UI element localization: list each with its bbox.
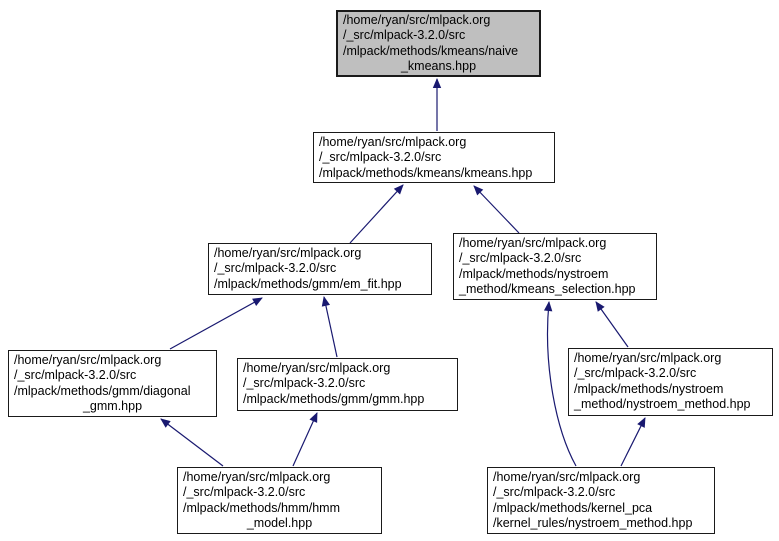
node-label-line: /_src/mlpack-3.2.0/src	[343, 28, 466, 43]
node-label-line: /home/ryan/src/mlpack.org	[493, 470, 641, 484]
node-label-line: /home/ryan/src/mlpack.org	[214, 246, 362, 260]
node-label-line: /_src/mlpack-3.2.0/src	[243, 376, 366, 391]
node-label-line: _model.hpp	[246, 516, 313, 531]
edge-hmm-model-to-gmm	[292, 412, 318, 467]
node-label-line: /mlpack/methods/gmm/gmm.hpp	[243, 391, 425, 406]
graph-node-gmm[interactable]: /home/ryan/src/mlpack.org/_src/mlpack-3.…	[237, 358, 458, 411]
node-label-line: /mlpack/methods/kernel_pca	[493, 500, 653, 515]
node-label-line: /home/ryan/src/mlpack.org	[343, 13, 491, 27]
edge-gmm-to-em-fit	[321, 296, 338, 358]
node-label-line: /mlpack/methods/kmeans/naive	[343, 43, 519, 58]
node-label-line: _kmeans.hpp	[400, 59, 477, 74]
node-label-line: /mlpack/methods/kmeans/kmeans.hpp	[319, 165, 533, 180]
node-label-line: /mlpack/methods/gmm/diagonal	[14, 383, 191, 398]
graph-node-kernel-pca-nystroem[interactable]: /home/ryan/src/mlpack.org/_src/mlpack-3.…	[487, 467, 715, 534]
node-label-line: _method/nystroem_method.hpp	[574, 397, 751, 412]
edge-hmm-model-to-diagonal-gmm	[160, 418, 224, 467]
node-label-line: /mlpack/methods/hmm/hmm	[183, 500, 340, 515]
node-label-line: _gmm.hpp	[82, 399, 143, 414]
node-label-line: /mlpack/methods/nystroem	[574, 381, 724, 396]
edge-nystroem-method-to-kmeans-selection	[595, 301, 629, 348]
node-label-line: /home/ryan/src/mlpack.org	[459, 236, 607, 250]
edge-diagonal-gmm-to-em-fit	[169, 297, 263, 350]
node-label-line: /home/ryan/src/mlpack.org	[14, 353, 162, 367]
graph-node-kmeans[interactable]: /home/ryan/src/mlpack.org/_src/mlpack-3.…	[313, 132, 555, 183]
graph-node-naive-kmeans: /home/ryan/src/mlpack.org/_src/mlpack-3.…	[336, 10, 541, 77]
edge-kernel-pca-nystroem-to-nystroem-method	[620, 417, 646, 467]
node-label-line: /mlpack/methods/nystroem	[459, 266, 609, 281]
node-label-line: /_src/mlpack-3.2.0/src	[319, 150, 442, 165]
node-label-line: /home/ryan/src/mlpack.org	[243, 361, 391, 375]
node-label-line: /home/ryan/src/mlpack.org	[574, 351, 722, 365]
graph-node-hmm-model[interactable]: /home/ryan/src/mlpack.org/_src/mlpack-3.…	[177, 467, 382, 534]
edge-kmeans-selection-to-kmeans	[473, 185, 520, 234]
node-label-line: /home/ryan/src/mlpack.org	[183, 470, 331, 484]
graph-node-diagonal-gmm[interactable]: /home/ryan/src/mlpack.org/_src/mlpack-3.…	[8, 350, 217, 417]
node-label-line: /_src/mlpack-3.2.0/src	[459, 251, 582, 266]
graph-node-em-fit[interactable]: /home/ryan/src/mlpack.org/_src/mlpack-3.…	[208, 243, 432, 295]
node-label-line: /_src/mlpack-3.2.0/src	[493, 485, 616, 500]
graph-node-nystroem-method[interactable]: /home/ryan/src/mlpack.org/_src/mlpack-3.…	[568, 348, 773, 416]
node-label-line: /mlpack/methods/gmm/em_fit.hpp	[214, 276, 402, 291]
node-label-line: /_src/mlpack-3.2.0/src	[574, 366, 697, 381]
node-label-line: /_src/mlpack-3.2.0/src	[14, 368, 137, 383]
node-label-line: /_src/mlpack-3.2.0/src	[183, 485, 306, 500]
node-label-line: /_src/mlpack-3.2.0/src	[214, 261, 337, 276]
graph-node-kmeans-selection[interactable]: /home/ryan/src/mlpack.org/_src/mlpack-3.…	[453, 233, 657, 300]
node-label-line: _method/kmeans_selection.hpp	[459, 282, 636, 297]
node-label-line: /kernel_rules/nystroem_method.hpp	[493, 516, 693, 531]
node-label-line: /home/ryan/src/mlpack.org	[319, 135, 467, 149]
edge-em-fit-to-kmeans	[349, 184, 404, 244]
